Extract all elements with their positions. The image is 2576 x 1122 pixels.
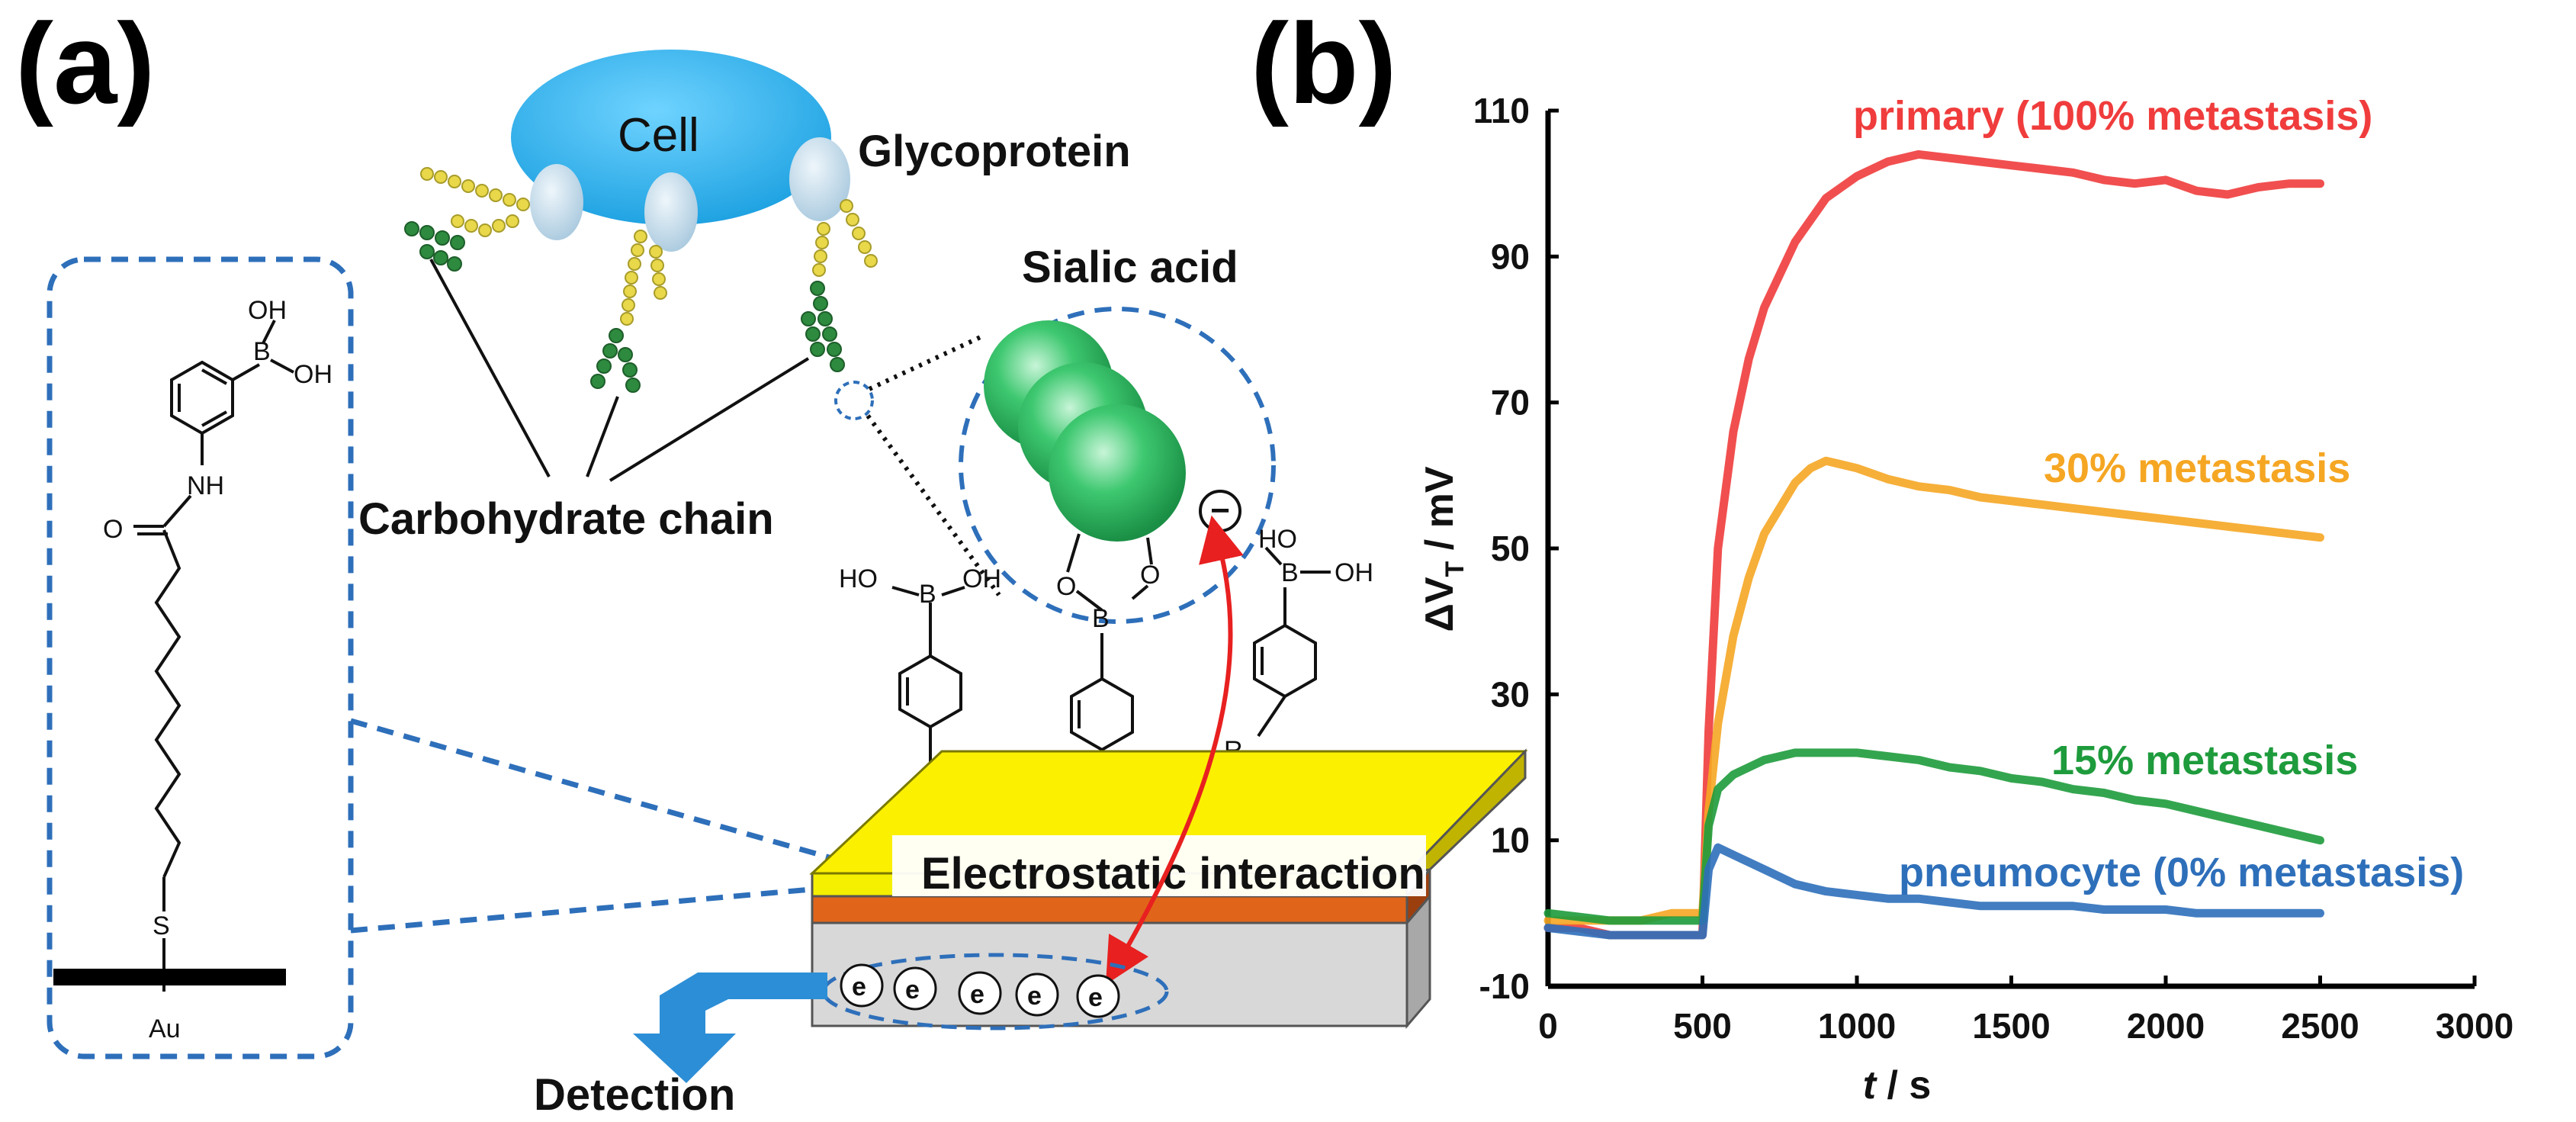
y-axis-label-subscript: T [1441,561,1469,577]
y-tick-label: 10 [1491,821,1530,860]
glycoprotein-bud-1 [530,164,583,240]
panel-a: (a) OH B OH NH O S Au [15,0,1528,1120]
chem-ester-o2: O [1140,561,1160,590]
chem-oh-right2: OH [1335,558,1373,587]
chem-ho-right: HO [1258,525,1297,554]
electrostatic-arrow-up [1199,515,1244,565]
panel-b-chart: (b) 0 500 1000 1500 2000 2500 3000 -10 10 30 50 70 9… [1251,0,2513,1108]
chart-ticks: 0 500 1000 1500 2000 2500 3000 -10 10 30 50 70 90 110 [1473,91,2513,1046]
electron-2: e [905,976,920,1005]
electrons [840,963,1120,1018]
detection-label: Detection [534,1070,735,1120]
zoom-line-upper [868,333,985,391]
electron-3: e [970,980,984,1009]
sialic-sphere-3 [1049,404,1186,542]
chem-oxygen: O [103,515,123,544]
x-axis-label-variable: t [1863,1063,1878,1108]
chart-series [1543,149,2324,940]
x-tick-label: 1500 [1972,1006,2050,1046]
molecule-inset-box [47,256,354,1059]
y-tick-label: 90 [1491,236,1530,276]
x-tick-label: 1000 [1818,1006,1896,1046]
x-tick-label: 2000 [2127,1006,2205,1046]
chem-b-left: B [919,580,936,609]
y-tick-label: -10 [1479,966,1530,1006]
inset-connector-lower [350,886,821,934]
electron-cloud [821,953,1169,1030]
panel-b-label: (b) [1251,0,1397,127]
series-line-0 [1543,149,2324,940]
electron-5: e [1088,983,1103,1012]
boronate-ester-ring [1066,533,1153,612]
chem-ester-o1: O [1056,572,1076,601]
chem-b-right: B [1281,558,1299,587]
series-line-1 [1543,456,2324,925]
negative-charge-sign: − [1210,492,1230,529]
detection-arrow [633,973,827,1083]
gold-surface-bar [53,969,286,985]
boronic-acid-thiol-molecule [133,320,294,992]
cell-label: Cell [618,109,699,162]
x-tick-label: 0 [1538,1006,1558,1046]
y-axis-label: ΔVT / mV [1418,466,1469,632]
y-tick-label: 50 [1491,529,1530,568]
chem-oh-right: OH [294,360,332,389]
chem-sulfur: S [153,911,170,940]
chem-oh-left: OH [962,564,1001,593]
cell-shape [511,50,831,225]
chem-boron: B [253,337,271,366]
x-tick-label: 2500 [2281,1006,2359,1046]
y-axis-label-unit: / mV [1418,466,1462,561]
y-tick-label: 70 [1491,383,1530,423]
x-tick-label: 500 [1673,1006,1732,1046]
series-line-3 [1543,843,2324,940]
electron-4: e [1027,982,1042,1011]
series-label-1: 30% metastasis [2044,445,2350,491]
inset-connector-upper [350,718,851,866]
electron-1: e [852,973,866,1001]
chem-ester-b: B [1092,604,1110,633]
zoom-line-lower [866,414,1001,596]
x-axis-label-unit: / s [1876,1063,1931,1108]
x-tick-label: 3000 [2436,1006,2513,1046]
chem-oh-upper: OH [248,296,287,325]
y-tick-label: 110 [1473,91,1530,130]
series-line-2 [1543,748,2324,925]
chain-pointer-lines [429,259,810,482]
series-label-0: primary (100% metastasis) [1853,93,2372,139]
electrostatic-arrow-down [1105,548,1233,985]
glycoprotein-bud-2 [644,172,698,252]
x-axis-label: t / s [1863,1063,1932,1108]
carbohydrate-chains [404,167,878,393]
series-label-2: 15% metastasis [2051,738,2358,783]
chart-series-labels: primary (100% metastasis) 30% metastasis 1… [1853,93,2464,895]
chem-au: Au [149,1014,181,1043]
glycoprotein-bud-3 [789,137,850,221]
sialic-small-circle [834,381,874,420]
sialic-acid-label: Sialic acid [1022,243,1238,292]
glycoprotein-label: Glycoprotein [858,127,1131,176]
chem-nh: NH [187,471,224,500]
y-tick-label: 30 [1491,674,1530,714]
series-label-3: pneumocyte (0% metastasis) [1899,850,2464,895]
panel-a-label: (a) [15,0,155,127]
y-axis-label-symbol: ΔV [1418,577,1462,632]
chem-ho-left: HO [839,564,878,593]
carbohydrate-chain-label: Carbohydrate chain [358,494,774,544]
